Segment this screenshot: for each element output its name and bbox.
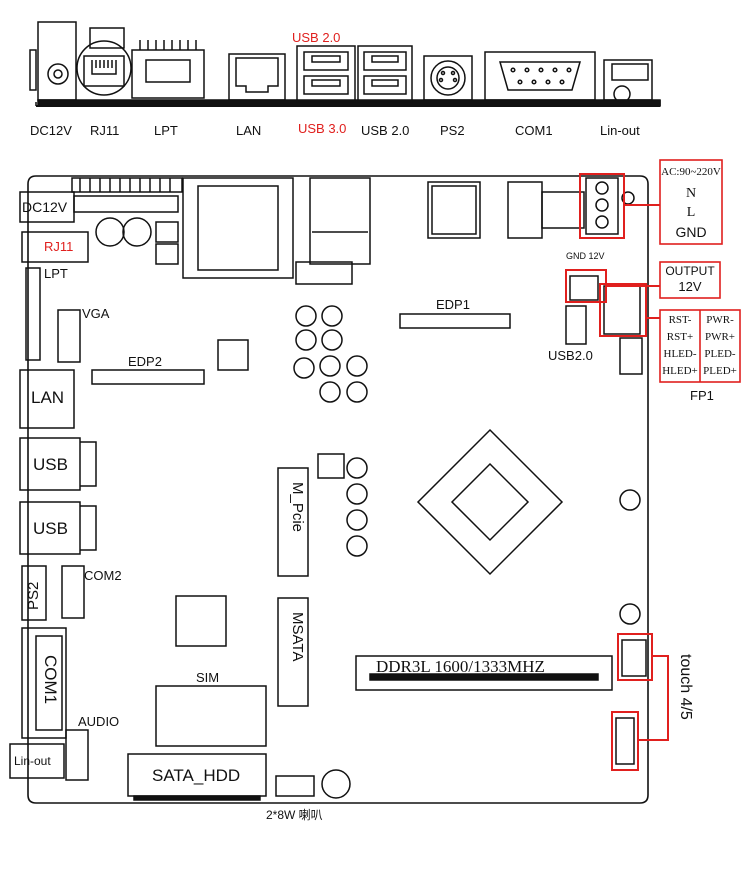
usb-box-2 [19, 501, 97, 555]
fp1-pin-right-2: PWR+ [704, 331, 736, 343]
mpcie-label: M_Pcie [289, 482, 306, 533]
sata-label: SATA_HDD [152, 766, 241, 785]
msata-slot [277, 597, 309, 707]
cpu-diamond [416, 428, 564, 576]
mpcie-slot [277, 467, 309, 577]
ac-callout-voltage: AC:90~220V [661, 166, 721, 178]
output-callout-line1: OUTPUT [665, 264, 715, 278]
dc12v-label: DC12V [22, 199, 68, 215]
highlight-fp1 [599, 283, 647, 337]
lan-label: LAN [31, 388, 65, 407]
lineout-box [9, 743, 65, 779]
io-usb20-label: USB 2.0 [361, 123, 410, 138]
usb20-header [565, 305, 587, 345]
io-lpt-label: LPT [154, 123, 178, 138]
io-lineout-label: Lin-out [600, 123, 640, 138]
audio-header [65, 729, 89, 781]
power-module [427, 181, 585, 239]
ps2-box [21, 565, 47, 621]
top-inductors [95, 217, 179, 265]
lan-box [19, 369, 75, 429]
sata-connector [127, 753, 267, 801]
usb20-header-label: USB2.0 [548, 348, 593, 363]
rj11-box [21, 231, 89, 263]
io-ps2-label: PS2 [440, 123, 465, 138]
edp1-header [399, 313, 511, 329]
io-lan-label: LAN [236, 123, 262, 138]
ac-callout-n: N [685, 186, 697, 201]
output-callout-box [659, 261, 721, 299]
usb-label-1: USB [33, 455, 68, 474]
io-usb-stack-1 [296, 45, 356, 103]
dc12v-box [19, 191, 75, 223]
right-caps [619, 489, 641, 625]
touch-leader-line [638, 655, 669, 741]
fp1-pin-right-1: PWR- [706, 314, 734, 326]
bios-chip [175, 595, 227, 647]
lpt-header [25, 267, 41, 361]
io-com1-port [484, 51, 596, 101]
io-lpt-connector [131, 40, 205, 99]
io-ps2-port [423, 55, 473, 101]
edp2-label: EDP2 [128, 354, 162, 369]
io-panel [29, 21, 661, 107]
io-lineout-jack [603, 59, 653, 103]
highlight-touch-upper [617, 633, 653, 681]
buzzer [321, 769, 351, 799]
io-dc12v-label: DC12V [30, 123, 72, 138]
rj11-label: RJ11 [44, 239, 74, 254]
io-lan-port [228, 53, 286, 101]
touch-label: touch 4/5 [677, 654, 694, 720]
fp1-pin-left-4: HLED+ [662, 365, 698, 377]
com1-label: COM1 [41, 655, 60, 705]
edp1-label: EDP1 [436, 297, 470, 312]
fp1-label: FP1 [690, 388, 714, 403]
center-caps [217, 305, 368, 557]
fp1-pin-left-3: HLED- [663, 348, 697, 360]
fp1-pin-left-2: RST+ [666, 331, 694, 343]
vga-header [57, 309, 81, 363]
msata-label: MSATA [289, 612, 306, 662]
gnd12v-label: GND 12V [566, 251, 605, 261]
ac-callout-gnd: GND [675, 224, 707, 240]
sim-label: SIM [196, 670, 220, 685]
top-headers [71, 177, 183, 213]
io-usb20-top-label: USB 2.0 [292, 30, 341, 45]
transformer [182, 177, 294, 279]
usb-box-1 [19, 437, 97, 491]
gnd12v-connector [569, 275, 599, 301]
com2-header [61, 565, 85, 619]
ac-callout-l: L [686, 205, 696, 220]
io-rj11-port [76, 27, 132, 96]
touch-connector [615, 639, 647, 765]
audio-label: AUDIO [78, 714, 120, 729]
ddr-label: DDR3L 1600/1333MHZ [376, 657, 545, 676]
edp2-header [91, 369, 205, 385]
usb-label-2: USB [33, 519, 68, 538]
output-callout-line2: 12V [678, 279, 702, 294]
io-rj11-label: RJ11 [90, 123, 120, 138]
com1-box [21, 627, 67, 739]
fp1-pin-right-3: PLED- [704, 348, 736, 360]
lineout-label: Lin-out [14, 754, 51, 768]
io-com1-label: COM1 [515, 123, 553, 138]
io-usb30-label: USB 3.0 [298, 121, 347, 136]
ac-callout-box [659, 159, 723, 245]
io-dc12v-jack [29, 21, 77, 101]
speaker-header [275, 775, 315, 797]
com2-label: COM2 [84, 568, 122, 583]
fp1-pin-right-4: PLED+ [703, 365, 737, 377]
vga-label: VGA [82, 306, 110, 321]
sim-socket [155, 685, 267, 747]
ddr-slot [355, 655, 613, 691]
speaker-label: 2*8W 喇叭 [266, 808, 323, 822]
board-outline [27, 175, 649, 804]
fp1-pin-left-1: RST- [668, 314, 692, 326]
lpt-label: LPT [44, 266, 68, 281]
fp1-header [603, 285, 643, 375]
io-usb-stack-2 [357, 45, 413, 103]
ps2-label: PS2 [25, 581, 42, 610]
big-capacitor [295, 177, 371, 285]
